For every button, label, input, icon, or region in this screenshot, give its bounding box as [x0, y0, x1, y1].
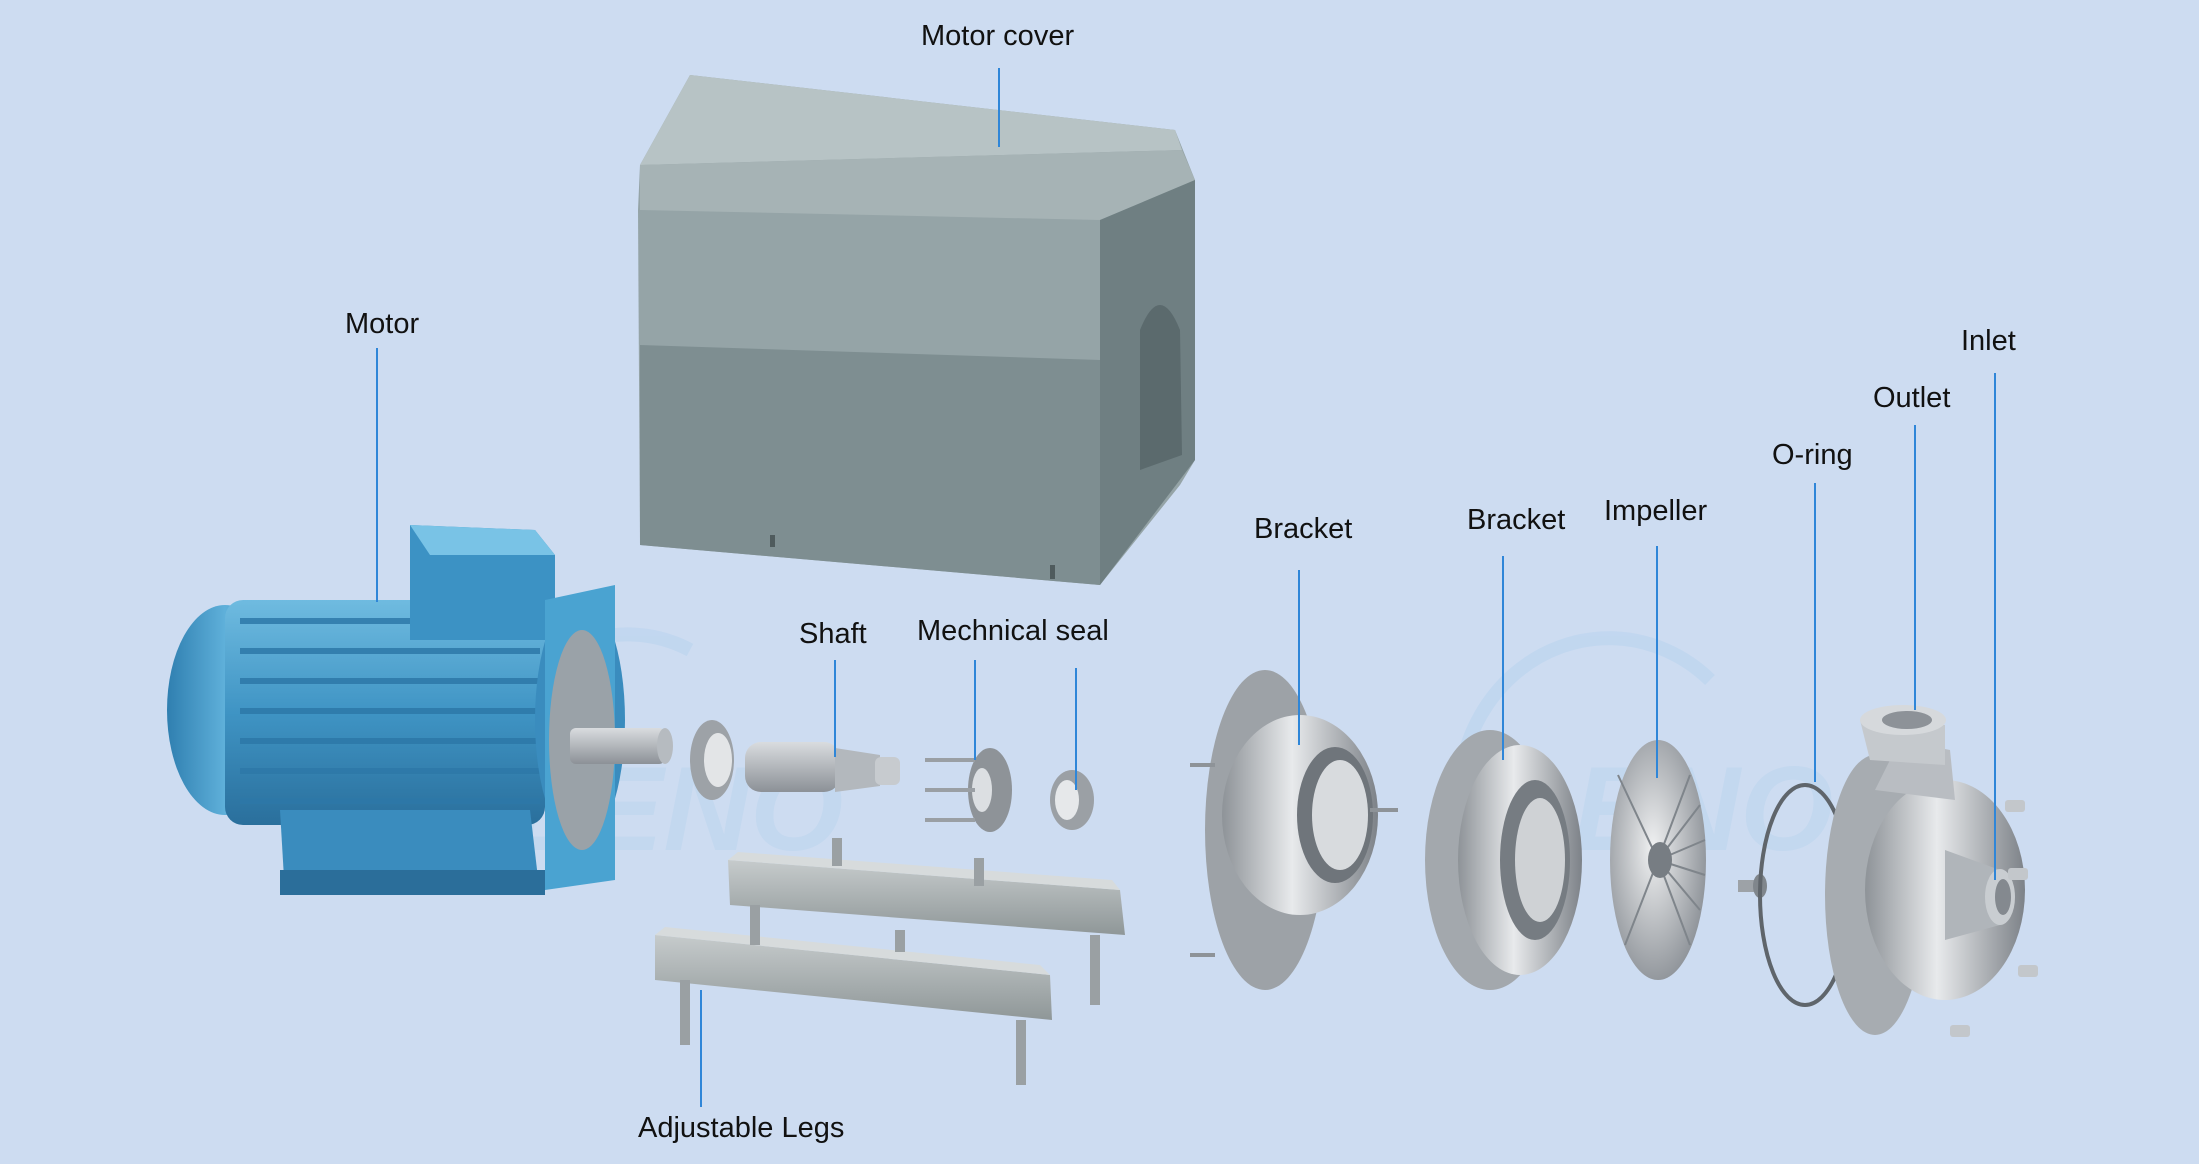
label-outlet: Outlet: [1873, 382, 1951, 414]
mechanical-seal-part: [925, 748, 1094, 832]
label-motor: Motor: [345, 308, 420, 340]
label-impeller: Impeller: [1604, 495, 1708, 527]
label-inlet: Inlet: [1961, 325, 2016, 357]
bracket-1-part: [1190, 670, 1398, 990]
label-bracket-2: Bracket: [1467, 504, 1566, 536]
shaft-part: [745, 742, 900, 792]
casing-screws-part: [1950, 800, 2038, 1037]
motor-cover-part: [638, 75, 1195, 585]
adjustable-legs-part: [655, 838, 1125, 1085]
impeller-part: [1610, 740, 1706, 980]
shaft-sleeve-part: [690, 720, 734, 800]
bracket-2-part: [1425, 730, 1582, 990]
pump-casing-part: [1825, 705, 2025, 1035]
label-motor-cover: Motor cover: [921, 20, 1075, 52]
motor-part: [167, 525, 673, 895]
label-o-ring: O-ring: [1772, 439, 1853, 471]
impeller-nut-part: [1738, 874, 1767, 898]
label-adjustable-legs: Adjustable Legs: [638, 1112, 845, 1144]
leader-lines: [376, 68, 1996, 1107]
label-bracket-1: Bracket: [1254, 513, 1353, 545]
label-shaft: Shaft: [799, 618, 867, 650]
label-mechanical-seal: Mechnical seal: [917, 615, 1109, 647]
